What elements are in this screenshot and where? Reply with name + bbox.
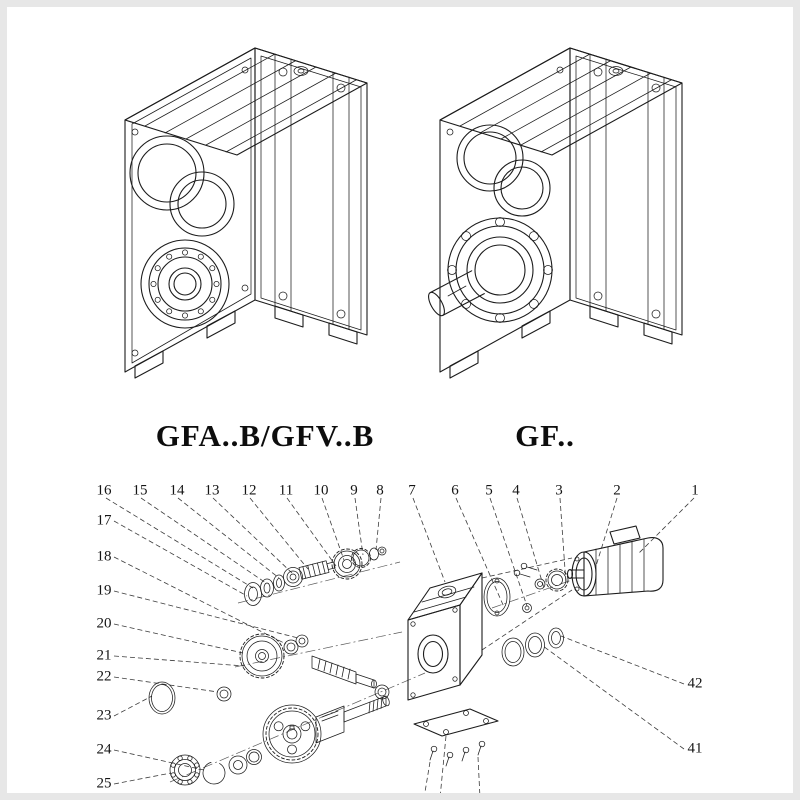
part-label-3: 3 — [555, 482, 563, 499]
part-label-41: 41 — [687, 740, 703, 757]
cooling-ribs — [131, 53, 362, 364]
part-label-20: 20 — [96, 615, 112, 632]
motor-side-parts — [483, 562, 569, 667]
center-axes — [169, 561, 573, 783]
part-label-19: 19 — [96, 582, 112, 599]
flange-bolts — [429, 740, 486, 767]
base-flange — [413, 708, 499, 737]
part-label-15: 15 — [132, 482, 148, 499]
frame-strips — [131, 53, 350, 357]
motor-assembly — [566, 525, 664, 597]
part-label-4: 4 — [512, 482, 520, 499]
output-shaft — [315, 695, 390, 744]
part-label-12: 12 — [241, 482, 257, 499]
output-bearing — [140, 239, 230, 329]
model-caption-gfab: GFA..B/GFV..B — [155, 418, 375, 453]
cooling-ribs — [459, 53, 677, 331]
mounting-feet — [449, 305, 673, 379]
input-bores — [456, 124, 551, 217]
gearbox-drawing-gfab — [124, 47, 368, 379]
terminal-box — [609, 525, 641, 545]
part-label-2: 2 — [613, 482, 621, 499]
frame-strips — [446, 53, 665, 330]
part-label-42: 42 — [687, 675, 703, 692]
gear-housing — [407, 572, 499, 767]
part-label-5: 5 — [485, 482, 493, 499]
gearbox-drawing-gf — [428, 47, 683, 379]
helical-gear — [262, 704, 322, 764]
input-shaft-parts — [244, 546, 387, 606]
leader-lines — [105, 497, 695, 799]
part-label-1: 1 — [691, 482, 699, 499]
part-label-21: 21 — [96, 647, 112, 664]
output-shaft-parts — [169, 695, 390, 786]
part-label-11: 11 — [278, 482, 294, 499]
model-caption-gf: GF.. — [515, 418, 575, 453]
part-label-22: 22 — [96, 668, 112, 685]
part-label-14: 14 — [169, 482, 185, 499]
part-label-13: 13 — [204, 482, 220, 499]
part-label-6: 6 — [451, 482, 459, 499]
part-label-7: 7 — [408, 482, 416, 499]
part-label-8: 8 — [376, 482, 384, 499]
exploded-parts-diagram — [105, 497, 695, 799]
housing-outline — [124, 47, 368, 373]
part-label-17: 17 — [96, 512, 112, 529]
input-pinion-shaft — [298, 560, 336, 580]
oil-plug — [293, 66, 309, 76]
intermediate-parts — [148, 633, 390, 715]
mounting-feet — [134, 305, 358, 379]
output-flange — [447, 217, 553, 323]
input-bores — [129, 135, 235, 237]
part-label-16: 16 — [96, 482, 112, 499]
part-label-18: 18 — [96, 548, 112, 565]
part-label-24: 24 — [96, 741, 112, 758]
output-shaft — [428, 270, 485, 317]
part-label-25: 25 — [96, 775, 112, 792]
oil-plug — [608, 66, 624, 76]
part-label-9: 9 — [350, 482, 358, 499]
part-label-23: 23 — [96, 707, 112, 724]
part-label-10: 10 — [313, 482, 329, 499]
